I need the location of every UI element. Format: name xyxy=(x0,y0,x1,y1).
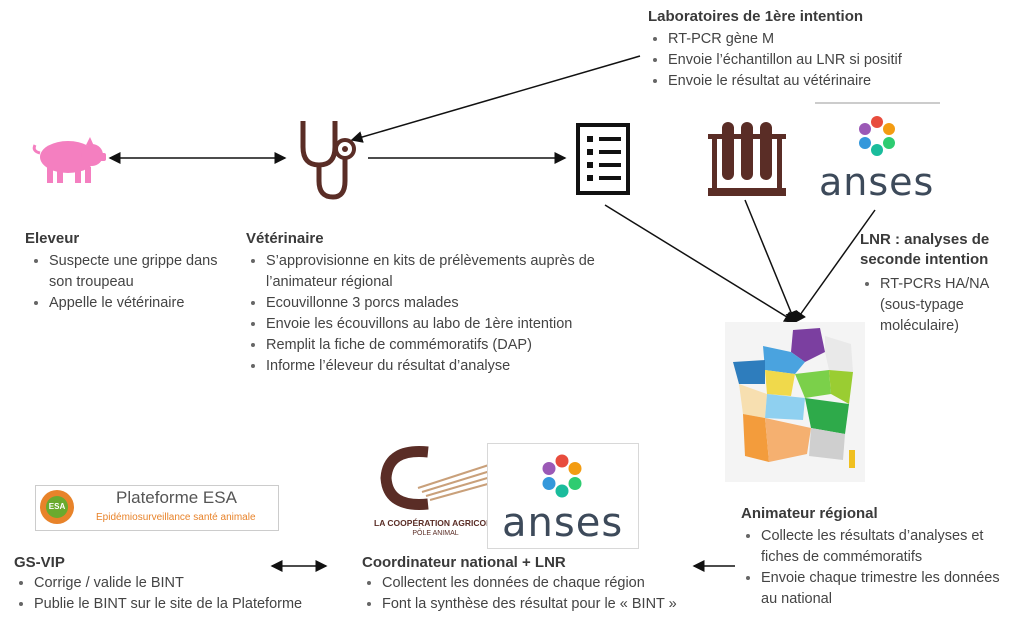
list-item: Appelle le vétérinaire xyxy=(49,293,225,314)
list-item: Remplit la fiche de commémoratifs (DAP) xyxy=(266,335,616,356)
coordinateur-list: Collectent les données de chaque région … xyxy=(362,573,702,615)
list-item: Collectent les données de chaque région xyxy=(382,573,702,594)
gsvip-block: GS-VIP Corrige / valide le BINT Publie l… xyxy=(14,554,344,615)
list-item: Envoie le résultat au vétérinaire xyxy=(668,71,988,92)
stethoscope-icon xyxy=(295,117,357,201)
arrow-labo-veterinaire xyxy=(350,55,641,143)
animateur-list: Collecte les résultats d’analyses et fic… xyxy=(741,526,1016,610)
coop-name: LA COOPÉRATION AGRICOLE xyxy=(374,518,497,528)
coordinateur-title: Coordinateur national + LNR xyxy=(362,554,566,571)
eleveur-block: Eleveur Suspecte une grippe dans son tro… xyxy=(25,230,225,314)
list-item: Publie le BINT sur le site de la Platefo… xyxy=(34,594,344,615)
list-item: S’approvisionne en kits de prélèvements … xyxy=(266,251,616,293)
list-item: Envoie les écouvillons au labo de 1ère i… xyxy=(266,314,616,335)
plateforme-title: Plateforme ESA xyxy=(116,488,237,507)
list-item: Font la synthèse des résultat pour le « … xyxy=(382,594,702,615)
gsvip-title: GS-VIP xyxy=(14,554,65,571)
test-tubes-icon xyxy=(708,120,786,196)
gsvip-list: Corrige / valide le BINT Publie le BINT … xyxy=(14,573,344,615)
anses-logo-bottom: anses xyxy=(487,443,639,549)
list-item: Informe l’éleveur du résultat d’analyse xyxy=(266,356,616,377)
veterinaire-list: S’approvisionne en kits de prélèvements … xyxy=(246,251,616,377)
labo-list: RT-PCR gène M Envoie l’échantillon au LN… xyxy=(648,29,988,92)
veterinaire-block: Vétérinaire S’approvisionne en kits de p… xyxy=(246,230,616,377)
veterinaire-title: Vétérinaire xyxy=(246,230,324,247)
plateforme-subtitle: Epidémiosurveillance santé animale xyxy=(96,512,256,523)
cooperation-agricole-logo: LA COOPÉRATION AGRICOLE PÔLE ANIMAL xyxy=(368,442,503,542)
list-item: Envoie l’échantillon au LNR si positif xyxy=(668,50,988,71)
animateur-title: Animateur régional xyxy=(741,505,878,522)
coordinateur-block: Coordinateur national + LNR Collectent l… xyxy=(362,554,702,615)
lnr-title: LNR : analyses de seconde intention xyxy=(860,231,990,268)
list-item: Corrige / valide le BINT xyxy=(34,573,344,594)
list-item: Envoie chaque trimestre les données au n… xyxy=(761,568,1016,610)
labo-title: Laboratoires de 1ère intention xyxy=(648,8,864,25)
labo-block: Laboratoires de 1ère intention RT-PCR gè… xyxy=(648,8,988,92)
eleveur-title: Eleveur xyxy=(25,230,80,247)
list-item: Collecte les résultats d’analyses et fic… xyxy=(761,526,1016,568)
coop-subname: PÔLE ANIMAL xyxy=(412,530,459,537)
plateforme-esa-logo: ESA Plateforme ESA Epidémiosurveillance … xyxy=(35,485,279,531)
list-item: Ecouvillonne 3 porcs malades xyxy=(266,293,616,314)
lnr-list: RT-PCRs HA/NA (sous-typage moléculaire) xyxy=(860,274,1010,337)
lnr-block: LNR : analyses de seconde intention RT-P… xyxy=(860,230,1010,337)
list-item: RT-PCR gène M xyxy=(668,29,988,50)
arrow-anses-map xyxy=(794,209,876,324)
list-item: Suspecte une grippe dans son troupeau xyxy=(49,251,225,293)
anses-wordmark: anses xyxy=(819,160,935,204)
eleveur-list: Suspecte une grippe dans son troupeau Ap… xyxy=(25,251,225,314)
arrow-fiche-map xyxy=(604,204,797,323)
esa-badge-text: ESA xyxy=(48,502,66,511)
pig-icon xyxy=(30,133,106,185)
france-regions-map xyxy=(725,322,865,482)
anses-logo-top: anses xyxy=(815,106,940,206)
arrow-tubes-map xyxy=(744,199,797,324)
anses-wordmark: anses xyxy=(502,500,624,546)
list-item: RT-PCRs HA/NA (sous-typage moléculaire) xyxy=(880,274,1010,337)
animateur-block: Animateur régional Collecte les résultat… xyxy=(741,505,1016,610)
checklist-icon xyxy=(575,122,631,196)
